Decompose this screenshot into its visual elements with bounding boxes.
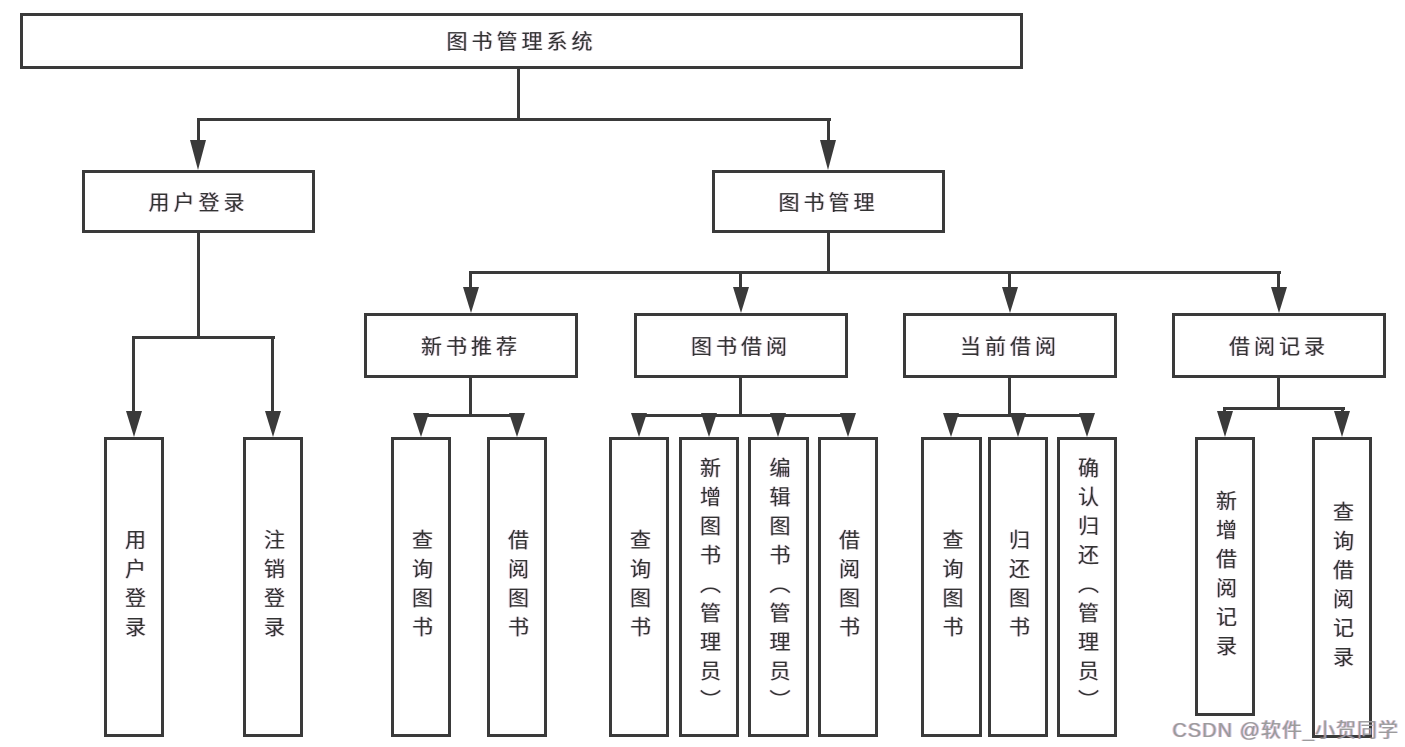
leaf-label: 查询图书 [409, 529, 433, 645]
connector-line [1277, 377, 1280, 409]
node-leaf-edit-books-admin: 编辑图书（管理员） [748, 437, 809, 737]
arrow-down-icon [463, 287, 479, 313]
watermark: CSDN @软件_小贺同学 [1172, 720, 1399, 742]
connector-line [469, 377, 472, 416]
connector-line [197, 232, 200, 338]
connector-line [739, 377, 742, 416]
leaf-label: 借阅图书 [505, 529, 529, 645]
leaf-label: 查询借阅记录 [1330, 500, 1354, 675]
arrow-down-icon [1217, 411, 1233, 437]
arrow-down-icon [126, 411, 142, 437]
arrow-down-icon [1002, 287, 1018, 313]
leaf-label: 新增图书（管理员） [697, 456, 721, 718]
node-leaf-query-borrow-record: 查询借阅记录 [1312, 437, 1372, 738]
connector-line [827, 118, 830, 144]
node-leaf-query-books-1: 查询图书 [391, 437, 451, 737]
node-leaf-add-borrow-record: 新增借阅记录 [1195, 437, 1255, 716]
arrow-down-icon [413, 413, 429, 437]
node-book-management: 图书管理 [712, 170, 945, 233]
connector-line [739, 271, 742, 289]
connector-line [637, 414, 850, 417]
arrow-down-icon [1010, 413, 1026, 437]
arrow-down-icon [820, 140, 836, 170]
node-leaf-query-books-3: 查询图书 [921, 437, 982, 737]
arrow-down-icon [509, 413, 525, 437]
arrow-down-icon [1271, 287, 1287, 313]
leaf-label: 编辑图书（管理员） [767, 456, 790, 718]
connector-line [1008, 271, 1011, 289]
arrow-down-icon [701, 413, 717, 437]
arrow-down-icon [943, 413, 959, 437]
leaf-label: 确认归还（管理员） [1075, 456, 1099, 718]
arrow-down-icon [1079, 413, 1095, 437]
connector-line [1223, 407, 1226, 414]
connector-line [1277, 271, 1280, 289]
arrow-down-icon [840, 413, 856, 437]
connector-line [419, 414, 519, 417]
node-leaf-user-login: 用户登录 [104, 437, 164, 737]
node-leaf-return-books: 归还图书 [988, 437, 1048, 737]
arrow-down-icon [1334, 411, 1350, 437]
node-library-management-system: 图书管理系统 [20, 13, 1023, 69]
leaf-label: 借阅图书 [836, 529, 860, 645]
connector-line [1341, 407, 1344, 414]
arrow-down-icon [190, 140, 206, 170]
leaf-label: 注销登录 [261, 529, 285, 645]
connector-line [1008, 377, 1011, 416]
node-leaf-borrow-books-2: 借阅图书 [818, 437, 878, 737]
node-leaf-confirm-return-admin: 确认归还（管理员） [1057, 437, 1117, 737]
connector-line [827, 232, 830, 273]
node-leaf-query-books-2: 查询图书 [609, 437, 669, 737]
node-leaf-add-books-admin: 新增图书（管理员） [679, 437, 739, 737]
leaf-label: 新增借阅记录 [1213, 489, 1237, 664]
arrow-down-icon [631, 413, 647, 437]
connector-line [197, 118, 200, 144]
node-current-borrowing: 当前借阅 [903, 313, 1117, 378]
leaf-label: 查询图书 [940, 529, 963, 645]
connector-line [469, 271, 1281, 274]
node-new-book-recommend: 新书推荐 [364, 313, 578, 378]
node-book-borrowing: 图书借阅 [634, 313, 848, 378]
node-leaf-borrow-books-1: 借阅图书 [487, 437, 547, 737]
connector-line [132, 336, 135, 412]
connector-line [469, 271, 472, 289]
arrow-down-icon [770, 413, 786, 437]
leaf-label: 归还图书 [1006, 529, 1030, 645]
connector-line [132, 336, 275, 339]
node-borrowing-records: 借阅记录 [1172, 313, 1386, 378]
node-user-login: 用户登录 [82, 170, 315, 233]
connector-line [197, 118, 831, 121]
connector-line [1223, 407, 1345, 410]
node-leaf-logout: 注销登录 [243, 437, 303, 737]
connector-line [517, 69, 520, 120]
leaf-label: 查询图书 [627, 529, 651, 645]
connector-line [271, 336, 274, 412]
arrow-down-icon [733, 287, 749, 313]
arrow-down-icon [265, 411, 281, 437]
leaf-label: 用户登录 [122, 529, 146, 645]
